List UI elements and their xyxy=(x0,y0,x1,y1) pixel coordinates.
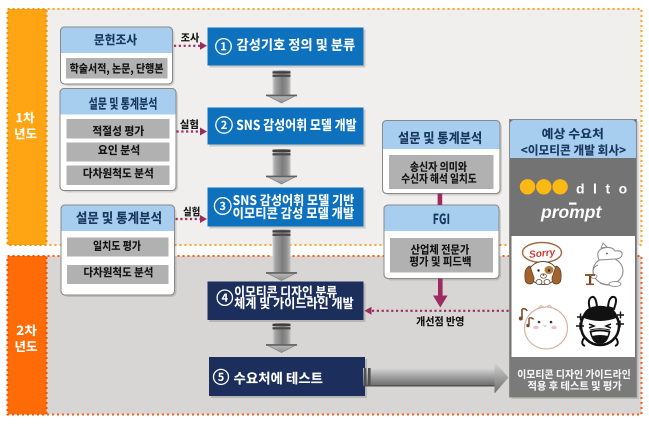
svg-text:prompt: prompt xyxy=(540,202,602,222)
svg-text:Sorry: Sorry xyxy=(529,247,557,261)
svg-text:dlto: dlto xyxy=(576,181,636,197)
